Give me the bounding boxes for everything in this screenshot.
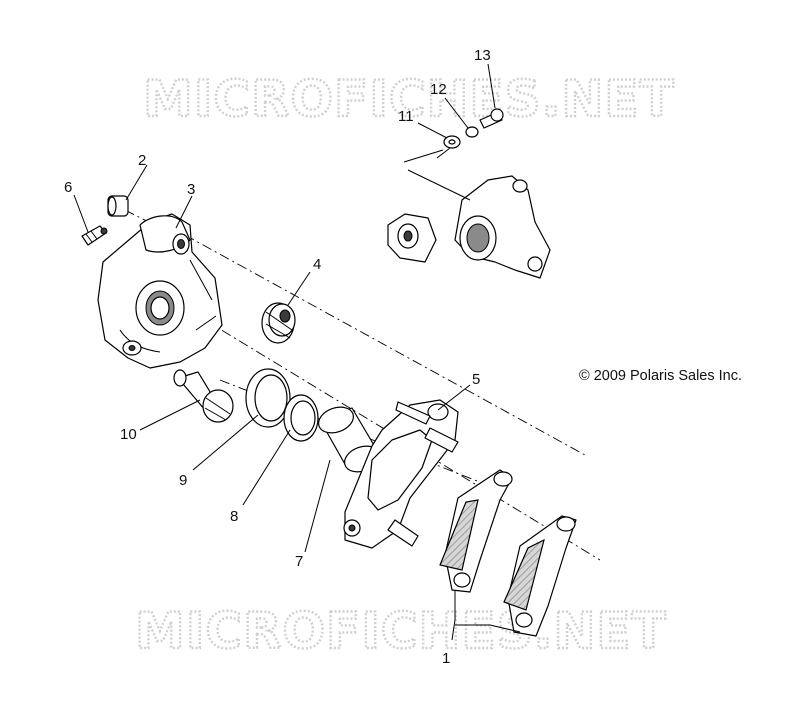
callout-12: 12 xyxy=(430,81,447,98)
callout-9: 9 xyxy=(179,472,187,489)
callout-10: 10 xyxy=(120,426,137,443)
callouts: 1 2 3 4 5 6 7 8 9 10 11 12 13 xyxy=(64,47,491,667)
callout-7: 7 xyxy=(295,553,303,570)
leader-lines xyxy=(73,63,521,641)
caliper-bracket xyxy=(343,399,459,549)
callout-1: 1 xyxy=(442,650,450,667)
callout-5: 5 xyxy=(472,371,480,388)
lock-washer xyxy=(465,126,479,138)
callout-2: 2 xyxy=(138,152,146,169)
caliper-body xyxy=(97,213,223,369)
guide-pin-boot xyxy=(261,302,296,344)
hub-knuckle-inset xyxy=(387,169,551,279)
bleeder-screw xyxy=(81,225,108,246)
bushing xyxy=(107,195,129,217)
brake-pads xyxy=(439,469,577,637)
assembly-centerlines xyxy=(124,209,601,561)
callout-4: 4 xyxy=(313,256,321,273)
watermark-top: MICROFICHES.NET xyxy=(143,70,675,128)
guide-pin xyxy=(173,369,234,423)
watermark-bottom: MICROFICHES.NET xyxy=(135,602,667,660)
dust-seal xyxy=(283,394,319,442)
mounting-hardware xyxy=(403,108,504,163)
piston-seal xyxy=(245,368,291,428)
copyright-notice: © 2009 Polaris Sales Inc. xyxy=(579,368,742,384)
callout-3: 3 xyxy=(187,181,195,198)
piston xyxy=(317,406,381,473)
callout-6: 6 xyxy=(64,179,72,196)
callout-13: 13 xyxy=(474,47,491,64)
callout-8: 8 xyxy=(230,508,238,525)
callout-11: 11 xyxy=(398,108,414,125)
